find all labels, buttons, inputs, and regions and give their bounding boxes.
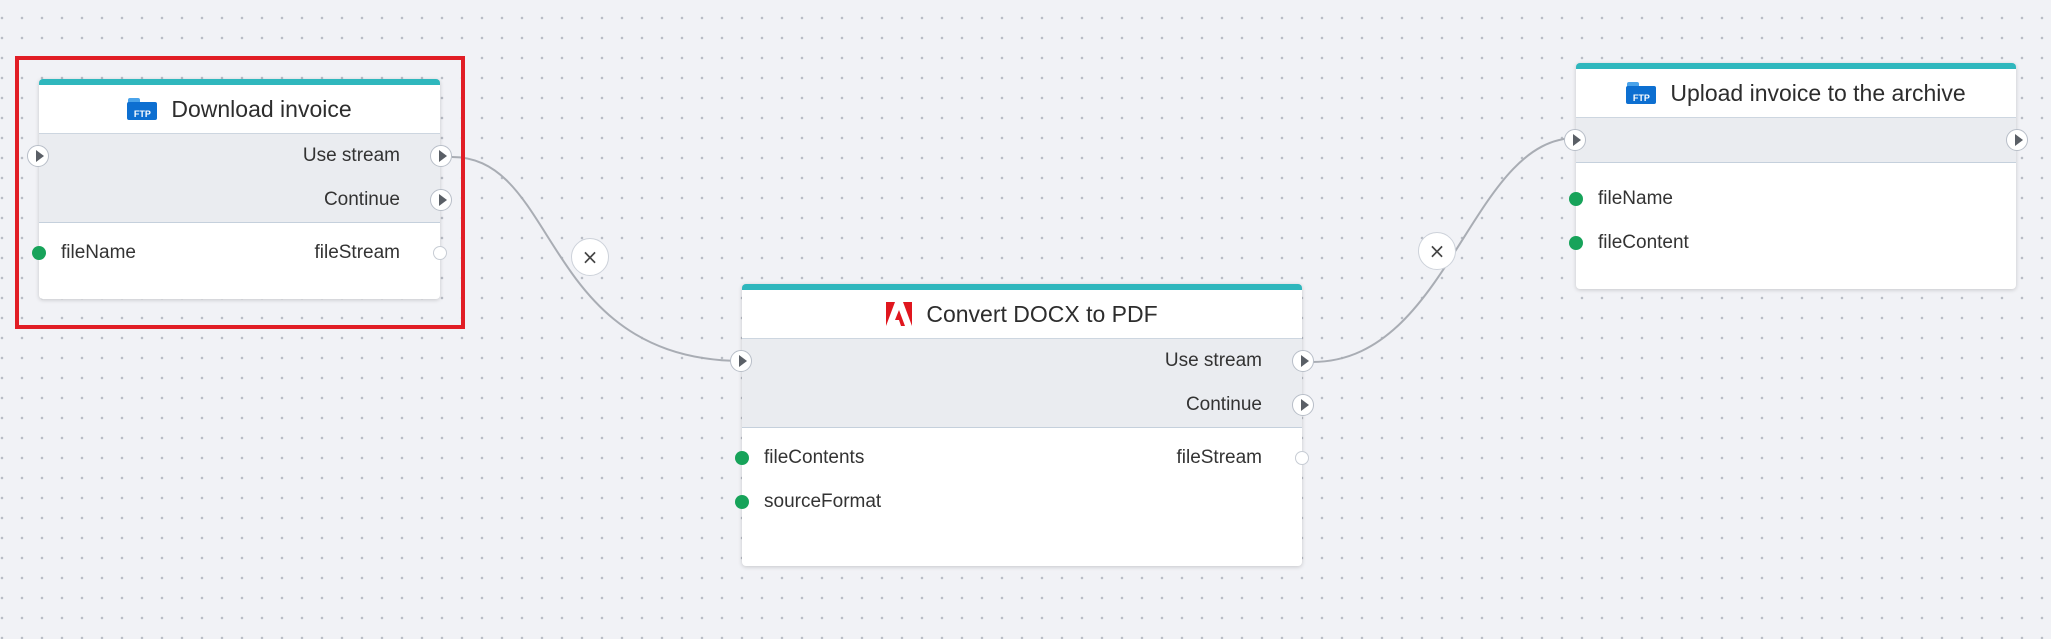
data-ports-section: fileContents fileStream sourceFormat bbox=[735, 428, 1309, 524]
flow-output-continue: Continue bbox=[742, 383, 1314, 427]
flow-output-use-stream: Use stream bbox=[742, 339, 1314, 383]
input-label: fileContent bbox=[1598, 232, 1689, 253]
data-port-row: fileContent bbox=[1569, 221, 2016, 265]
node-download-invoice[interactable]: FTP Download invoice Use stream Continue… bbox=[27, 79, 452, 299]
adobe-acrobat-icon bbox=[886, 302, 913, 326]
data-ports-section: fileName fileContent bbox=[1569, 163, 2016, 265]
input-label: fileContents bbox=[764, 447, 865, 468]
flow-ports-section bbox=[1564, 118, 2028, 163]
close-icon: × bbox=[1428, 239, 1446, 263]
ftp-folder-icon: FTP bbox=[127, 98, 158, 120]
use-stream-port[interactable] bbox=[1292, 350, 1314, 372]
flow-in-port[interactable] bbox=[730, 350, 752, 372]
data-port-row: fileName fileStream bbox=[32, 231, 447, 275]
node-title: Convert DOCX to PDF bbox=[926, 300, 1158, 327]
input-port-filecontents[interactable] bbox=[735, 451, 749, 465]
flow-ports-section: Use stream Continue bbox=[730, 339, 1314, 428]
input-label: sourceFormat bbox=[764, 491, 882, 512]
input-label: fileName bbox=[1598, 188, 1673, 209]
input-port-filename[interactable] bbox=[32, 246, 46, 260]
input-port-filename[interactable] bbox=[1569, 192, 1583, 206]
node-header[interactable]: FTP Download invoice bbox=[39, 85, 440, 134]
ftp-folder-icon: FTP bbox=[1626, 82, 1657, 104]
node-upload-invoice[interactable]: FTP Upload invoice to the archive fileNa… bbox=[1564, 63, 2028, 289]
node-title: Upload invoice to the archive bbox=[1670, 79, 1966, 106]
flow-in-port[interactable] bbox=[1564, 129, 1586, 151]
flow-output-label: Continue bbox=[323, 189, 400, 210]
use-stream-port[interactable] bbox=[430, 145, 452, 167]
output-label: fileStream bbox=[314, 242, 400, 263]
node-header[interactable]: Convert DOCX to PDF bbox=[742, 290, 1302, 339]
flow-output-use-stream: Use stream bbox=[39, 134, 452, 178]
continue-port[interactable] bbox=[1292, 394, 1314, 416]
wire-download-to-convert[interactable] bbox=[451, 156, 743, 362]
flow-in-port[interactable] bbox=[27, 145, 49, 167]
input-port-filecontent[interactable] bbox=[1569, 236, 1583, 250]
data-ports-section: fileName fileStream bbox=[32, 223, 447, 275]
data-port-row: sourceFormat bbox=[735, 480, 1302, 524]
data-port-row: fileContents fileStream bbox=[735, 436, 1309, 480]
continue-port[interactable] bbox=[430, 189, 452, 211]
remove-connection-button[interactable]: × bbox=[571, 238, 609, 276]
output-label: fileStream bbox=[1176, 447, 1262, 468]
remove-connection-button[interactable]: × bbox=[1418, 232, 1456, 270]
input-label: fileName bbox=[61, 242, 136, 263]
flow-output-label: Continue bbox=[1185, 394, 1262, 415]
flow-ports-section: Use stream Continue bbox=[27, 134, 452, 223]
node-title: Download invoice bbox=[171, 95, 352, 122]
output-port-filestream[interactable] bbox=[433, 246, 447, 260]
input-port-sourceformat[interactable] bbox=[735, 495, 749, 509]
data-port-row: fileName bbox=[1569, 177, 2016, 221]
flow-output-label: Use stream bbox=[302, 145, 400, 166]
close-icon: × bbox=[581, 245, 599, 269]
selection-outline bbox=[15, 56, 465, 329]
node-convert-docx-to-pdf[interactable]: Convert DOCX to PDF Use stream Continue … bbox=[730, 284, 1314, 566]
flow-output-continue: Continue bbox=[39, 178, 452, 222]
output-port-filestream[interactable] bbox=[1295, 451, 1309, 465]
wire-convert-to-upload[interactable] bbox=[1311, 137, 1577, 363]
flow-output-label: Use stream bbox=[1164, 350, 1262, 371]
flow-out-port[interactable] bbox=[2006, 129, 2028, 151]
node-header[interactable]: FTP Upload invoice to the archive bbox=[1576, 69, 2016, 118]
